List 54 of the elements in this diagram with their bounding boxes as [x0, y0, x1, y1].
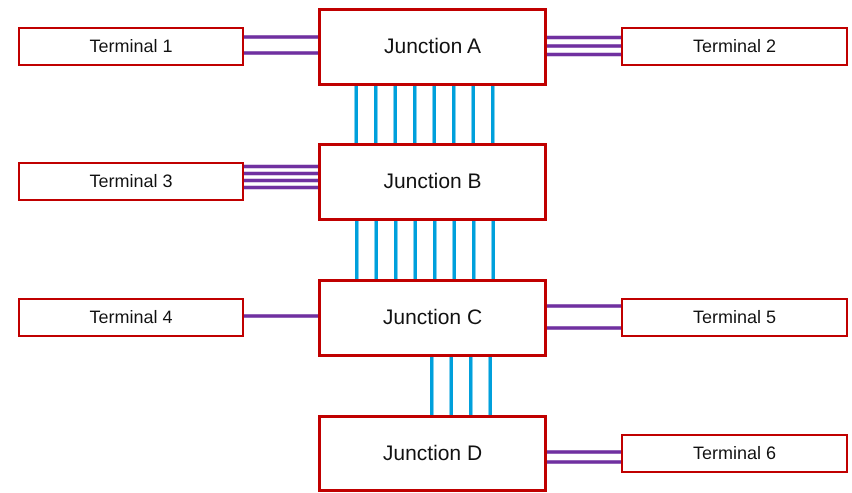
connector-line [244, 172, 318, 176]
connector-line [469, 357, 472, 415]
connector-line [547, 52, 621, 56]
connector-line [547, 460, 621, 464]
box-label: Junction C [382, 305, 482, 332]
connector-line [492, 221, 495, 279]
connector-line [414, 221, 417, 279]
box-label: Junction A [384, 34, 481, 60]
connector-line [488, 357, 492, 415]
connector-line [491, 86, 494, 143]
connector-line [433, 221, 436, 279]
connector-line [430, 357, 434, 415]
terminal-box [621, 27, 848, 66]
connector-line [472, 86, 475, 143]
box-label: Terminal 6 [692, 442, 776, 465]
junction-box [318, 143, 547, 221]
box-label: Terminal 3 [89, 170, 173, 193]
connector-line [472, 221, 476, 279]
junction-box [318, 279, 547, 357]
terminal-box [621, 434, 848, 473]
connector-line [547, 450, 621, 454]
connector-line [374, 221, 378, 279]
connector-line [450, 357, 453, 415]
box-label: Terminal 1 [89, 35, 173, 58]
connector-line [244, 178, 318, 182]
box-label: Junction B [383, 169, 482, 196]
terminal-box [18, 162, 244, 201]
connector-line [413, 86, 416, 143]
box-label: Terminal 2 [692, 35, 776, 58]
connector-line [374, 86, 378, 143]
junction-box [318, 415, 547, 492]
connector-line [394, 86, 397, 143]
connector-line [244, 51, 318, 55]
junction-box [318, 8, 547, 86]
connector-line [244, 186, 318, 190]
connector-line [244, 35, 318, 39]
connector-line [244, 314, 318, 318]
connector-line [432, 86, 436, 143]
connector-line [547, 304, 621, 308]
connector-line [354, 86, 358, 143]
box-label: Terminal 4 [89, 306, 173, 329]
box-label: Junction D [382, 440, 482, 467]
box-label: Terminal 5 [692, 306, 776, 329]
connector-line [547, 44, 621, 48]
connector-line [355, 221, 358, 279]
connector-line [547, 36, 621, 40]
terminal-box [18, 298, 244, 337]
connector-line [547, 326, 621, 330]
connector-line [452, 86, 456, 143]
connector-line [452, 221, 456, 279]
terminal-box [18, 27, 244, 66]
connector-line [244, 164, 318, 168]
terminal-box [621, 298, 848, 337]
connector-line [394, 221, 398, 279]
